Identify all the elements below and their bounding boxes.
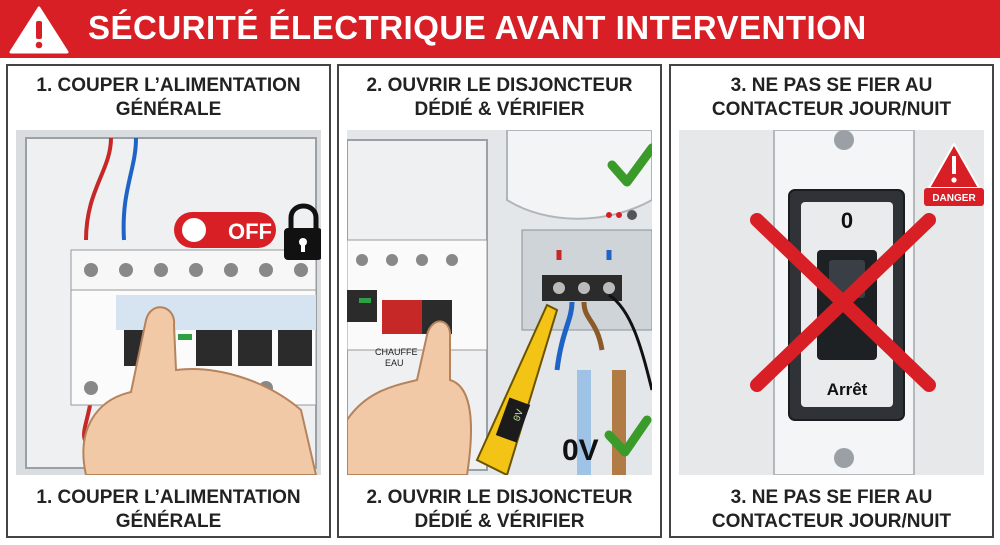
caption-line-2: DÉDIÉ & VÉRIFIER: [414, 99, 585, 120]
danger-warning-icon: [924, 143, 984, 206]
panel-caption-top: 2. OUVRIR LE DISJONCTEUR DÉDIÉ & VÉRIFIE…: [339, 74, 660, 122]
panel-illustration: OFF: [16, 130, 321, 475]
caption-line-2: GÉNÉRALE: [115, 99, 222, 120]
switch-illustration: 0 Arrêt DANGER: [679, 130, 984, 475]
caption-line-2: CONTACTEUR JOUR/NUIT: [711, 99, 952, 120]
switch-position-zero: 0: [841, 208, 853, 233]
padlock-icon: [284, 203, 321, 260]
switch-off-label: Arrêt: [827, 380, 868, 399]
breaker-label-line-2: EAU: [385, 358, 404, 368]
panel-caption-bottom: 1. COUPER L’ALIMENTATION GÉNÉRALE: [8, 486, 329, 534]
warning-triangle-icon: [9, 6, 69, 54]
danger-label: DANGER: [932, 193, 976, 204]
caption-line-1: 2. OUVRIR LE DISJONCTEUR: [366, 487, 633, 508]
tester-display: 0V: [512, 408, 526, 423]
caption-line-2: CONTACTEUR JOUR/NUIT: [711, 511, 952, 532]
caption-line-1: 3. NE PAS SE FIER AU: [730, 75, 933, 96]
panel-illustration: 0 Arrêt DANGER: [679, 130, 984, 475]
panel-caption-top: 3. NE PAS SE FIER AU CONTACTEUR JOUR/NUI…: [671, 74, 992, 122]
breaker-label-line-1: CHAUFFE: [375, 347, 418, 357]
hand-illustration: [82, 306, 318, 475]
screw-icon: [834, 448, 854, 468]
panel-caption-top: 1. COUPER L’ALIMENTATION GÉNÉRALE: [8, 74, 329, 122]
caption-line-1: 2. OUVRIR LE DISJONCTEUR: [366, 75, 633, 96]
panel-cut-power: 1. COUPER L’ALIMENTATION GÉNÉRALE: [6, 64, 331, 538]
panel-open-breaker: 2. OUVRIR LE DISJONCTEUR DÉDIÉ & VÉRIFIE…: [337, 64, 662, 538]
voltage-result: 0V: [562, 434, 599, 467]
check-mark-icon: [604, 415, 652, 457]
header-banner: SÉCURITÉ ÉLECTRIQUE AVANT INTERVENTION: [0, 0, 1000, 58]
caption-line-1: 1. COUPER L’ALIMENTATION: [36, 75, 301, 96]
breaker-and-heater-illustration: CHAUFFE EAU 0V: [347, 130, 652, 475]
caption-line-2: DÉDIÉ & VÉRIFIER: [414, 511, 585, 532]
panel-caption-bottom: 3. NE PAS SE FIER AU CONTACTEUR JOUR/NUI…: [671, 486, 992, 534]
hand-illustration: [347, 320, 472, 475]
page-title: SÉCURITÉ ÉLECTRIQUE AVANT INTERVENTION: [88, 9, 867, 46]
off-status-badge: [174, 212, 276, 248]
prohibited-cross-icon: [750, 213, 936, 392]
check-mark-icon: [607, 143, 652, 187]
caption-line-1: 3. NE PAS SE FIER AU: [730, 487, 933, 508]
caption-line-2: GÉNÉRALE: [115, 511, 222, 532]
voltage-tester: [475, 303, 559, 475]
screw-icon: [834, 130, 854, 150]
electrical-panel-illustration: OFF: [16, 130, 321, 475]
panel-caption-bottom: 2. OUVRIR LE DISJONCTEUR DÉDIÉ & VÉRIFIE…: [339, 486, 660, 534]
panel-day-night-contactor: 3. NE PAS SE FIER AU CONTACTEUR JOUR/NUI…: [669, 64, 994, 538]
panel-illustration: CHAUFFE EAU 0V: [347, 130, 652, 475]
off-badge-label: OFF: [228, 219, 272, 244]
caption-line-1: 1. COUPER L’ALIMENTATION: [36, 487, 301, 508]
